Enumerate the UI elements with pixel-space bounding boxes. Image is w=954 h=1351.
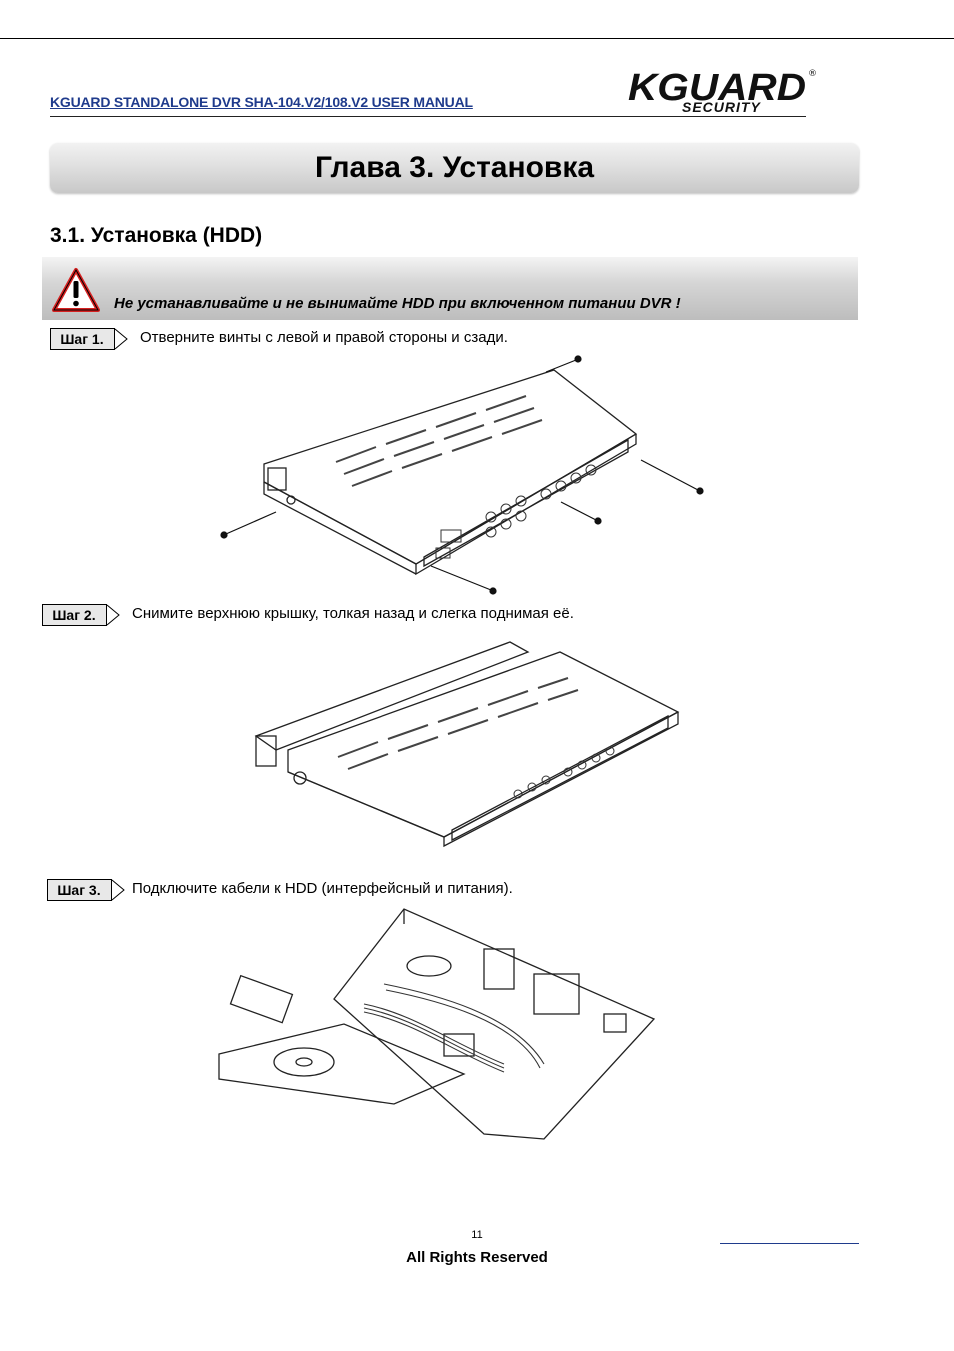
step-arrow-shape [47,879,125,901]
chapter-title: Глава 3. Установка [314,151,595,184]
step-1-text: Отверните винты с левой и правой стороны… [140,329,508,346]
warning-triangle-icon [52,268,100,312]
step-3-tag: Шаг 3. [47,879,127,901]
logo-brand: KGUARD [628,68,806,109]
rights-notice: All Rights Reserved [406,1249,548,1266]
warning-text: Не устанавливайте и не вынимайте HDD при… [114,295,681,312]
header-rule [50,116,806,117]
step-2-tag: Шаг 2. [42,604,122,626]
step-arrow-shape [42,604,120,626]
step-2-text: Снимите верхнюю крышку, толкая назад и с… [132,605,574,622]
logo-registered-mark: ® [808,69,816,79]
dvr-screws-illustration [220,355,704,595]
page-number: 11 [471,1229,483,1241]
kguard-logo: KGUARD SECURITY ® [628,68,816,115]
step-3-label: Шаг 3. [57,882,101,898]
hdd-cable-connection-illustration [218,908,656,1140]
top-rule [0,38,954,39]
manual-title: KGUARD STANDALONE DVR SHA-104.V2/108.V2 … [50,94,473,110]
logo-tagline: SECURITY [682,99,761,115]
section-heading: 3.1. Установка (HDD) [50,224,263,247]
warning-box [42,257,858,320]
chapter-banner: Глава 3. Установка [50,143,859,193]
step-3-text: Подключите кабели к HDD (интерфейсный и … [132,880,513,897]
step-1-tag: Шаг 1. [50,328,130,350]
step-arrow-shape [50,328,128,350]
step-2-label: Шаг 2. [52,607,96,623]
footer-link-underline [720,1243,859,1244]
dvr-cover-removal-illustration [254,641,680,848]
step-1-label: Шаг 1. [60,331,104,347]
